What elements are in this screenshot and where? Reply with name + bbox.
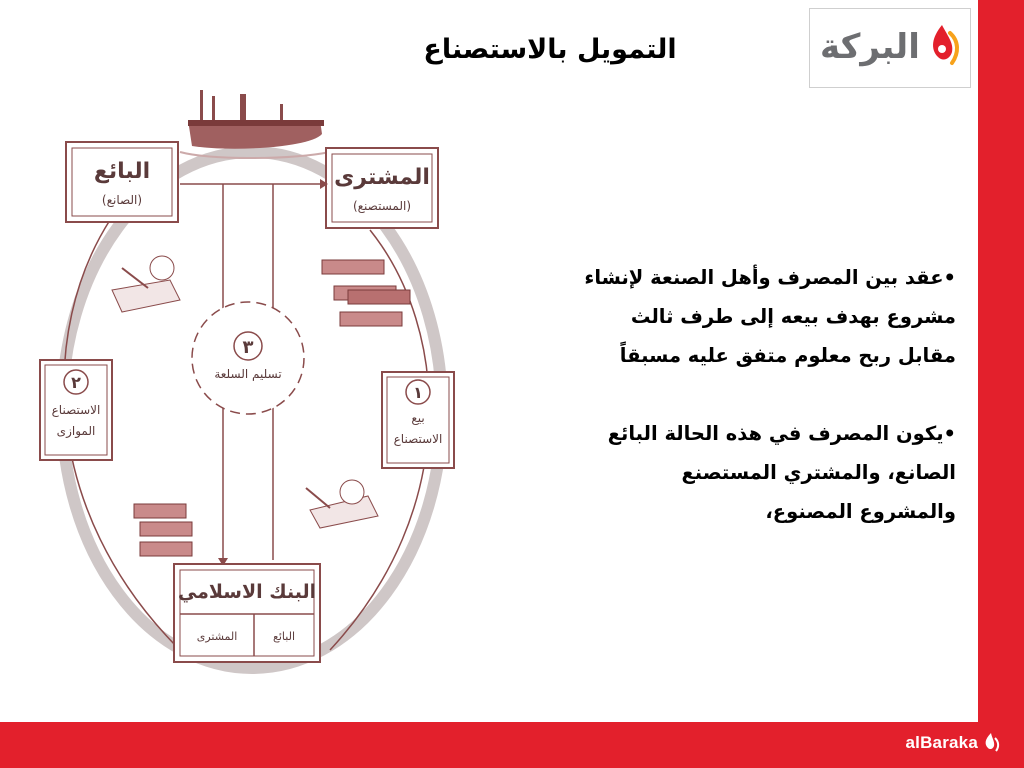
step3-badge: ٣ تسليم السلعة	[191, 301, 305, 415]
seller-box: البائع (الصانع)	[65, 141, 179, 223]
seller-title: البائع	[94, 159, 150, 184]
footer-bar: alBaraka	[0, 722, 1024, 768]
bank-title: البنك الاسلامي	[178, 581, 316, 603]
albaraka-icon	[985, 733, 1000, 752]
seller-subtitle: (الصانع)	[102, 193, 142, 207]
bullet-line: مشروع بهدف بيعه إلى طرف ثالث	[630, 305, 956, 328]
bullet-list: •عقد بين المصرف وأهل الصنعة لإنشاء مشروع…	[490, 258, 956, 531]
bank-buyer-cell: المشترى	[197, 630, 238, 643]
buyer-subtitle: (المستصنع)	[353, 199, 411, 213]
albaraka-logo: البركة	[809, 8, 971, 88]
bank-box: البنك الاسلامي المشترى البائع	[173, 563, 321, 663]
slide-title: التمويل بالاستصناع	[423, 34, 677, 65]
footer-brand: alBaraka	[906, 732, 1001, 754]
bullet-line: الصانع، والمشتري المستصنع	[681, 461, 956, 484]
step1-line2: الاستصناع	[394, 432, 443, 446]
footer-brand-text: alBaraka	[905, 733, 978, 752]
contract-signing-icon	[111, 255, 181, 313]
ship-icon	[179, 90, 331, 159]
istisna-diagram: البائع (الصانع) المشترى (المستصنع) ٣ تسل…	[39, 90, 455, 674]
bullet-2: •يكون المصرف في هذه الحالة البائع الصانع…	[490, 414, 956, 531]
step2-box: ٢ الاستصناع الموازى	[39, 359, 113, 461]
step3-number: ٣	[243, 337, 254, 358]
arrow-head	[320, 179, 328, 189]
step1-box: ١ بيع الاستصناع	[381, 371, 455, 469]
bullet-line: •عقد بين المصرف وأهل الصنعة لإنشاء	[584, 266, 956, 289]
albaraka-logo-icon	[933, 25, 959, 65]
step2-line2: الموازى	[57, 424, 96, 439]
bullet-1: •عقد بين المصرف وأهل الصنعة لإنشاء مشروع…	[490, 258, 956, 375]
bullet-line: والمشروع المصنوع،	[765, 500, 956, 523]
logo-text: البركة	[820, 27, 920, 67]
step2-line1: الاستصناع	[52, 403, 101, 417]
arrow-head	[218, 558, 228, 566]
buyer-box: المشترى (المستصنع)	[325, 147, 439, 229]
contract-signing-icon	[305, 479, 379, 529]
step1-line1: بيع	[411, 411, 424, 425]
money-stack-icon	[321, 259, 411, 327]
money-stack-icon	[133, 503, 193, 557]
right-red-bar	[978, 0, 1024, 724]
step3-label: تسليم السلعة	[214, 367, 281, 381]
step2-number: ٢	[71, 373, 81, 392]
bank-seller-cell: البائع	[273, 630, 295, 643]
bullet-line: مقابل ربح معلوم متفق عليه مسبقاً	[619, 344, 956, 367]
buyer-title: المشترى	[334, 165, 430, 190]
bullet-line: •يكون المصرف في هذه الحالة البائع	[607, 422, 956, 445]
step1-number: ١	[413, 383, 423, 402]
